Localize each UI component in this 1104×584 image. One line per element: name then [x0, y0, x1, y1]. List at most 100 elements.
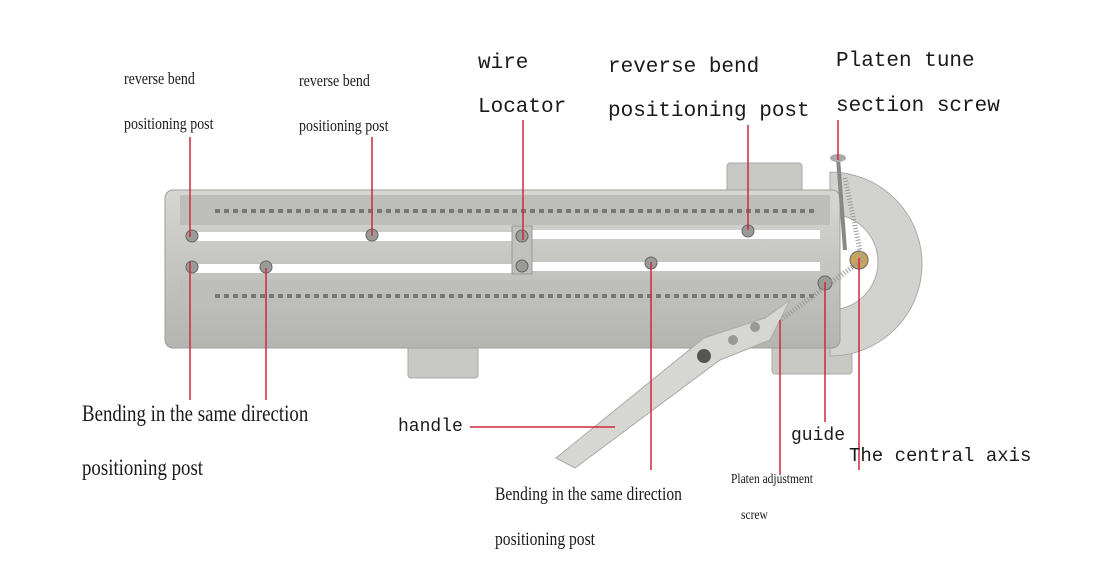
- label-reverse-bend-post-2: reverse bend: [299, 71, 370, 90]
- ruler-tick: [512, 294, 517, 298]
- ruler-tick: [611, 209, 616, 213]
- ruler-tick: [620, 209, 625, 213]
- label-guide: guide: [791, 426, 846, 446]
- bending-die: [829, 171, 923, 357]
- ruler-tick: [485, 294, 490, 298]
- ruler-tick: [458, 209, 463, 213]
- ruler-tick: [278, 294, 283, 298]
- label-wire-locator: wire: [478, 52, 529, 75]
- ruler-tick: [746, 294, 751, 298]
- ruler-tick: [296, 294, 301, 298]
- ruler-tick: [593, 294, 598, 298]
- ruler-scale: [215, 209, 814, 298]
- ruler-tick: [611, 294, 616, 298]
- ruler-tick: [431, 294, 436, 298]
- ruler-tick: [647, 209, 652, 213]
- ruler-tick: [539, 294, 544, 298]
- ruler-tick: [305, 209, 310, 213]
- ruler-tick: [467, 209, 472, 213]
- label-same-direction-post-1-line2: positioning post: [82, 455, 204, 480]
- ruler-tick: [791, 209, 796, 213]
- ruler-tick: [503, 294, 508, 298]
- ruler-tick: [359, 294, 364, 298]
- ruler-tick: [539, 209, 544, 213]
- ruler-tick: [647, 294, 652, 298]
- ruler-tick: [512, 209, 517, 213]
- ruler-tick: [368, 294, 373, 298]
- ruler-tick: [602, 209, 607, 213]
- label-same-direction-post-2: Bending in the same direction: [495, 484, 682, 505]
- ruler-tick: [530, 294, 535, 298]
- ruler-tick: [629, 294, 634, 298]
- ruler-tick: [449, 209, 454, 213]
- ruler-tick: [737, 294, 742, 298]
- ruler-tick: [809, 209, 814, 213]
- ruler-tick: [377, 294, 382, 298]
- ruler-tick: [566, 294, 571, 298]
- ruler-tick: [737, 209, 742, 213]
- ruler-tick: [368, 209, 373, 213]
- ruler-tick: [215, 294, 220, 298]
- ruler-tick: [773, 209, 778, 213]
- ruler-tick: [584, 294, 589, 298]
- ruler-tick: [638, 209, 643, 213]
- ruler-tick: [323, 294, 328, 298]
- ruler-tick: [287, 294, 292, 298]
- ruler-tick: [557, 294, 562, 298]
- ruler-tick: [530, 209, 535, 213]
- ruler-tick: [395, 294, 400, 298]
- ruler-tick: [233, 209, 238, 213]
- ruler-tick: [665, 209, 670, 213]
- ruler-tick: [224, 209, 229, 213]
- ruler-tick: [764, 294, 769, 298]
- ruler-tick: [602, 294, 607, 298]
- ruler-tick: [458, 294, 463, 298]
- ruler-tick: [728, 294, 733, 298]
- ruler-tick: [548, 209, 553, 213]
- label-reverse-bend-post-1: reverse bend: [124, 69, 195, 88]
- label-reverse-bend-post-3: reverse bend: [608, 56, 760, 79]
- ruler-tick: [440, 209, 445, 213]
- ruler-tick: [620, 294, 625, 298]
- ruler-tick: [710, 294, 715, 298]
- ruler-tick: [341, 209, 346, 213]
- ruler-tick: [332, 209, 337, 213]
- ruler-tick: [755, 209, 760, 213]
- label-reverse-bend-post-1-line2: positioning post: [124, 114, 214, 133]
- ruler-tick: [431, 209, 436, 213]
- ruler-tick: [224, 294, 229, 298]
- ruler-tick: [485, 209, 490, 213]
- ruler-tick: [782, 294, 787, 298]
- ruler-tick: [575, 294, 580, 298]
- ruler-tick: [296, 209, 301, 213]
- ruler-tick: [413, 209, 418, 213]
- label-platen-adjustment-screw: Platen adjustment: [731, 472, 813, 487]
- label-platen-tune-screw: Platen tune: [836, 50, 975, 73]
- ruler-tick: [413, 294, 418, 298]
- ruler-tick: [476, 294, 481, 298]
- label-platen-adjustment-screw-line2: screw: [741, 508, 768, 523]
- ruler-tick: [242, 209, 247, 213]
- ruler-tick: [494, 294, 499, 298]
- label-wire-locator-line2: Locator: [478, 96, 567, 119]
- ruler-tick: [395, 209, 400, 213]
- ruler-tick: [683, 209, 688, 213]
- ruler-tick: [566, 209, 571, 213]
- ruler-tick: [386, 294, 391, 298]
- ruler-tick: [521, 294, 526, 298]
- ruler-tick: [656, 294, 661, 298]
- ruler-tick: [323, 209, 328, 213]
- ruler-tick: [422, 294, 427, 298]
- ruler-tick: [503, 209, 508, 213]
- ruler-tick: [665, 294, 670, 298]
- ruler-tick: [782, 209, 787, 213]
- ruler-tick: [593, 209, 598, 213]
- ruler-tick: [800, 209, 805, 213]
- label-same-direction-post-2-line2: positioning post: [495, 529, 595, 550]
- leader-lines: [189, 120, 860, 475]
- ruler-tick: [260, 209, 265, 213]
- ruler-tick: [377, 209, 382, 213]
- ruler-tick: [332, 294, 337, 298]
- ruler-tick: [341, 294, 346, 298]
